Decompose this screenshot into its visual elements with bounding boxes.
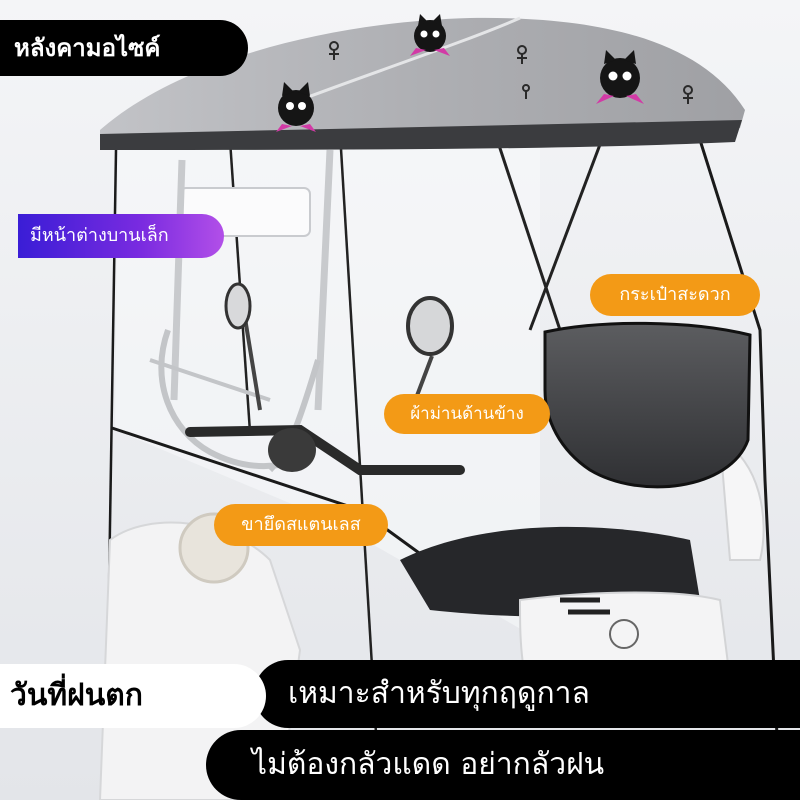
sun-rain-banner: ไม่ต้องกลัวแดด อย่ากลัวฝน bbox=[206, 730, 800, 800]
handlebar bbox=[185, 424, 465, 475]
rainy-day-badge: วันที่ฝนตก bbox=[0, 664, 266, 728]
mirror-stem-left bbox=[242, 311, 262, 411]
frame-crossbar bbox=[149, 358, 271, 402]
storage-bag bbox=[543, 321, 752, 489]
callout-small-window: มีหน้าต่างบานเล็ก bbox=[18, 214, 224, 258]
stick-figure-icon bbox=[329, 41, 693, 104]
curtain-strap-right bbox=[528, 117, 612, 331]
season-banner: เหมาะสำหรับทุกฤดูกาล bbox=[254, 660, 800, 728]
mirror-left bbox=[224, 282, 252, 330]
curtain-strap-left bbox=[488, 117, 562, 331]
cat-face-icon bbox=[596, 50, 644, 104]
frame-bracket-left bbox=[158, 328, 301, 470]
canopy-roof bbox=[100, 17, 745, 141]
callout-storage-bag: กระเป๋าสะดวก bbox=[590, 274, 760, 316]
mirror-right bbox=[406, 296, 454, 356]
scooter-stripes bbox=[560, 597, 610, 615]
callout-stainless-frame: ขายึดสแตนเลส bbox=[214, 504, 388, 546]
headlight-housing bbox=[268, 428, 316, 472]
frame-pole-right bbox=[314, 149, 334, 411]
canopy-rim bbox=[100, 120, 742, 150]
title-badge: หลังคามอไซค์ bbox=[0, 20, 248, 76]
curtain-rear-edge bbox=[698, 139, 782, 800]
cat-face-icon bbox=[410, 14, 450, 56]
clear-curtain bbox=[115, 118, 540, 640]
cat-face-icon bbox=[276, 82, 316, 132]
callout-side-curtain: ผ้าม่านด้านข้าง bbox=[384, 394, 550, 434]
frame-pole-left bbox=[170, 159, 186, 401]
scooter-badge bbox=[609, 619, 639, 649]
canopy-seam bbox=[299, 16, 521, 102]
